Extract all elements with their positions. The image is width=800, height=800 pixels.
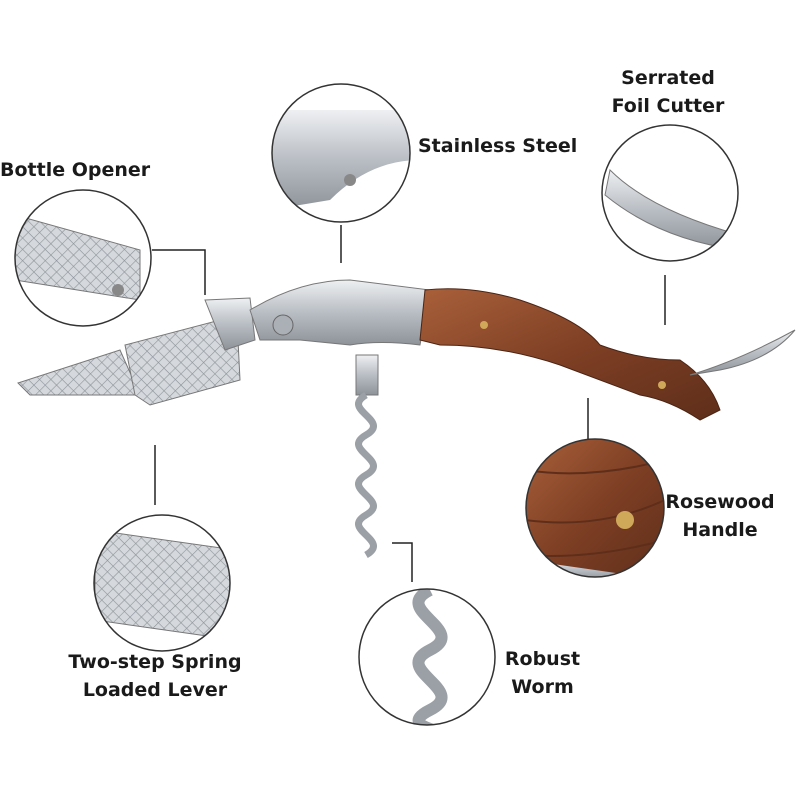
label-worm-line1: Robust	[504, 648, 581, 670]
corkscrew-product-image	[17, 279, 796, 559]
label-lever-line1: Two-step Spring	[68, 651, 242, 673]
label-worm-line2: Worm	[511, 676, 574, 698]
label-foil-cutter: Serrated Foil Cutter	[588, 64, 748, 120]
label-rosewood-line1: Rosewood	[665, 491, 775, 513]
label-spring-lever: Two-step Spring Loaded Lever	[50, 648, 260, 704]
connector-bottle-opener	[152, 249, 206, 295]
label-robust-worm: Robust Worm	[490, 645, 595, 701]
connector-worm	[392, 542, 413, 582]
connector-lines	[152, 225, 666, 582]
label-foil-cutter-line2: Foil Cutter	[611, 95, 725, 117]
detail-worm	[358, 588, 496, 726]
label-rosewood-handle: Rosewood Handle	[650, 488, 790, 544]
detail-rosewood-handle	[525, 438, 665, 578]
detail-stainless-steel	[271, 83, 411, 223]
label-rosewood-line2: Handle	[682, 519, 758, 541]
label-bottle-opener: Bottle Opener	[0, 159, 151, 181]
detail-spring-lever	[93, 514, 231, 652]
label-foil-cutter-line1: Serrated	[621, 67, 715, 89]
label-stainless-steel: Stainless Steel	[418, 135, 578, 157]
detail-bottle-opener	[14, 189, 152, 327]
detail-foil-cutter	[601, 124, 739, 262]
label-lever-line2: Loaded Lever	[82, 679, 228, 701]
